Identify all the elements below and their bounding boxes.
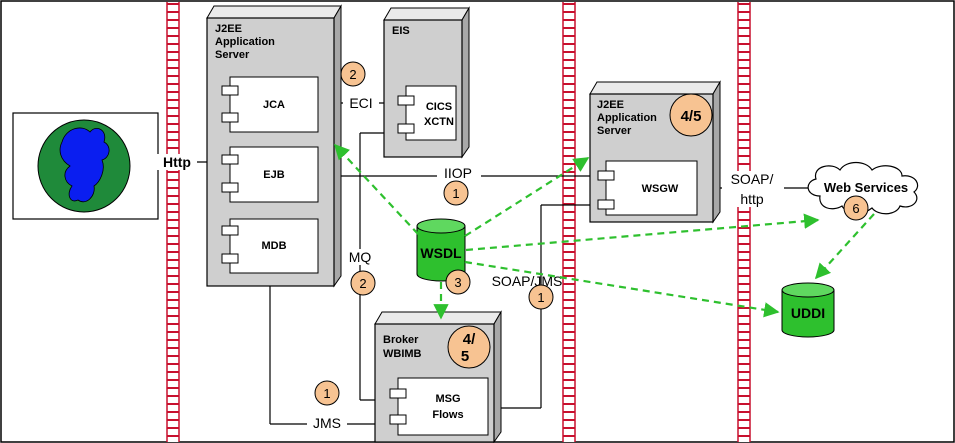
step-soap-jms: 1 — [529, 285, 553, 309]
iiop-label: IIOP — [444, 165, 472, 181]
step-iiop: 1 — [444, 181, 468, 205]
j2ee-main-line1: J2EE — [215, 23, 242, 35]
mdb-component: MDB — [222, 219, 318, 273]
wsgw-component: WSGW — [598, 161, 697, 215]
eis-label: EIS — [392, 25, 410, 37]
svg-text:2: 2 — [349, 67, 356, 82]
svg-text:3: 3 — [454, 275, 461, 290]
step-web-services: 6 — [844, 196, 868, 220]
msg-flows-line1: MSG — [435, 393, 460, 405]
svg-text:4/5: 4/5 — [681, 108, 702, 125]
uddi-cylinder: UDDI — [782, 283, 834, 337]
wsgw-label: WSGW — [642, 183, 679, 195]
cics-component: CICS XCTN — [398, 86, 456, 140]
soap-http-line1: SOAP/ — [731, 171, 774, 187]
cics-line2: XCTN — [424, 116, 454, 128]
broker-line2: WBIMB — [383, 348, 422, 360]
cics-line1: CICS — [426, 101, 452, 113]
svg-text:1: 1 — [452, 186, 459, 201]
msg-flows-line2: Flows — [432, 409, 463, 421]
msg-flows-component: MSG Flows — [390, 378, 488, 435]
broker-line1: Broker — [383, 334, 419, 346]
globe-icon — [38, 120, 130, 212]
svg-text:2: 2 — [359, 276, 366, 291]
j2ee-main-line2: Application — [215, 36, 275, 48]
mdb-label: MDB — [261, 240, 286, 252]
j2ee-right-line2: Application — [597, 112, 657, 124]
jms-label: JMS — [313, 415, 341, 431]
step-eci: 2 — [341, 62, 365, 86]
wsdl-label: WSDL — [420, 245, 462, 261]
http-label: Http — [163, 154, 191, 170]
eci-label: ECI — [349, 95, 372, 111]
step-mq: 2 — [351, 271, 375, 295]
svg-text:1: 1 — [537, 290, 544, 305]
j2ee-main-line3: Server — [215, 49, 250, 61]
svg-text:1: 1 — [323, 386, 330, 401]
firewall-3 — [738, 2, 750, 442]
step-broker: 4/5 — [448, 326, 490, 368]
firewall-2 — [563, 2, 575, 442]
j2ee-right-line3: Server — [597, 125, 632, 137]
firewall-1 — [167, 2, 179, 442]
step-j2ee-right: 4/5 — [670, 94, 712, 136]
jca-component: JCA — [222, 77, 318, 132]
j2ee-right-line1: J2EE — [597, 99, 624, 111]
ejb-component: EJB — [222, 147, 318, 202]
uddi-label: UDDI — [791, 305, 825, 321]
soap-http-line2: http — [740, 191, 764, 207]
step-wsdl: 3 — [446, 270, 470, 294]
jca-label: JCA — [263, 99, 285, 111]
mq-label: MQ — [349, 249, 372, 265]
step-jms: 1 — [315, 381, 339, 405]
svg-text:6: 6 — [852, 201, 859, 216]
ejb-label: EJB — [263, 169, 284, 181]
web-services-label: Web Services — [824, 180, 908, 195]
